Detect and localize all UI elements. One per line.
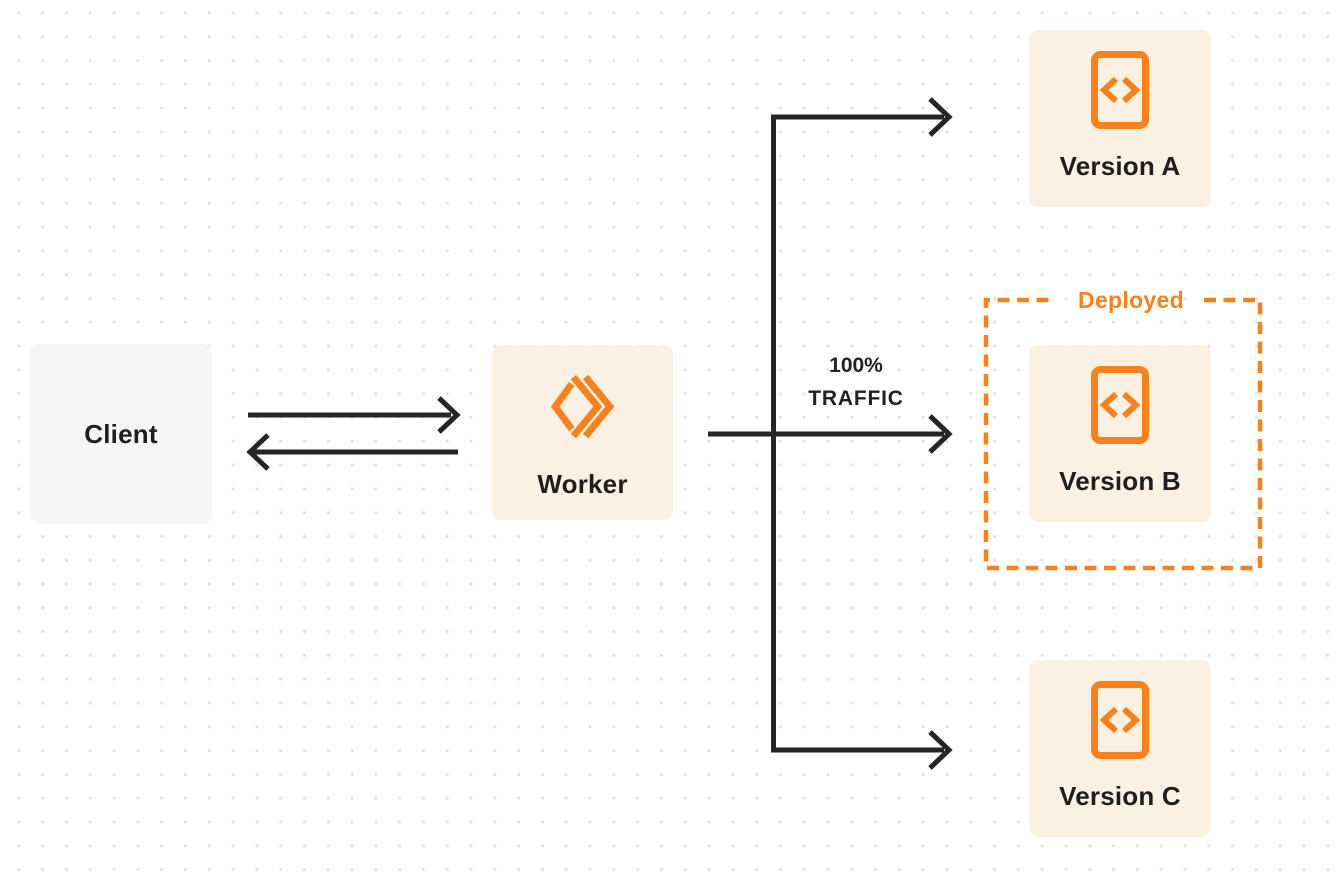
code-file-icon [1091, 51, 1149, 129]
version-a-label: Version A [1059, 151, 1181, 181]
traffic-annotation: 100% TRAFFIC [790, 349, 922, 415]
code-file-icon [1091, 366, 1149, 444]
version-b-node: Version B [1029, 345, 1211, 522]
deployed-label: Deployed [1078, 287, 1184, 313]
client-to-worker-arrow [248, 396, 461, 434]
worker-node: Worker [492, 345, 673, 520]
client-node: Client [30, 344, 212, 524]
version-c-label: Version C [1059, 781, 1181, 811]
code-file-icon [1091, 681, 1149, 759]
version-c-node: Version C [1029, 660, 1211, 837]
worker-to-client-arrow [246, 433, 458, 471]
version-b-label: Version B [1059, 466, 1181, 496]
version-a-node: Version A [1029, 30, 1211, 207]
worker-fanout-connector [708, 97, 953, 770]
client-label: Client [84, 418, 158, 449]
cloudflare-workers-icon [550, 374, 614, 439]
traffic-percent: 100% [829, 354, 883, 377]
worker-label: Worker [537, 469, 628, 499]
traffic-word: TRAFFIC [808, 387, 904, 410]
